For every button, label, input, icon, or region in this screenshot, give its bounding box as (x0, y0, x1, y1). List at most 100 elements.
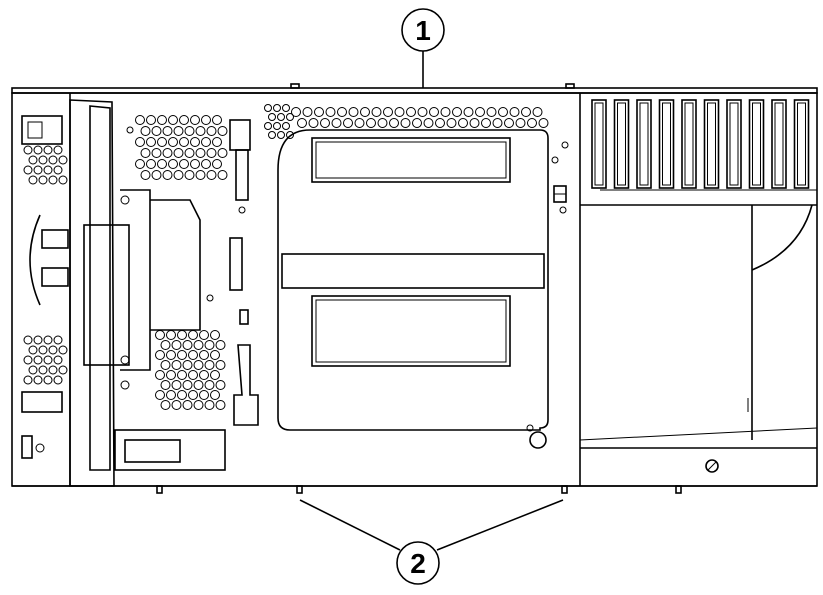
vent-hole (160, 360, 171, 370)
vent-hole (23, 165, 33, 175)
vent-hole (171, 340, 182, 350)
vent-hole (58, 345, 68, 355)
top-stud-2 (565, 83, 575, 89)
vent-hole (400, 118, 411, 128)
callout-2-circle (396, 541, 440, 585)
vent-hole (377, 118, 388, 128)
vent-hole (162, 126, 173, 136)
vent-hole (417, 107, 428, 117)
center-left-panel (126, 115, 259, 426)
vent-slot-inner (662, 102, 671, 186)
vent-hole (48, 345, 58, 355)
vent-slot (681, 99, 697, 189)
vent-hole (23, 375, 33, 385)
vent-hole (492, 118, 503, 128)
vent-hole (273, 122, 281, 130)
right-screw (705, 459, 719, 473)
vent-hole (302, 107, 313, 117)
vent-hole (140, 170, 151, 180)
vent-hole (188, 330, 198, 340)
vent-hole (171, 360, 182, 370)
vent-hole (308, 118, 319, 128)
vent-hole (146, 137, 156, 147)
right-base-slope (579, 427, 818, 441)
vent-hole (354, 118, 365, 128)
vent-slot (726, 99, 742, 189)
vent-hole (193, 400, 204, 410)
bay-screw-1 (561, 141, 569, 149)
vent-hole (182, 380, 193, 390)
vent-hole (173, 170, 184, 180)
vent-hole (182, 340, 193, 350)
vent-hole (521, 107, 531, 117)
vent-hole (348, 107, 359, 117)
bracket-rail (120, 189, 151, 371)
screw-b (206, 294, 214, 302)
vent-hole (190, 137, 200, 147)
bay-outline (277, 129, 549, 431)
vent-hole (168, 137, 178, 147)
vent-hole (151, 148, 162, 158)
vent-hole (297, 118, 307, 128)
callout-1-label: 1 (415, 15, 431, 46)
vent-hole (195, 148, 206, 158)
bay-lower-window (311, 295, 511, 367)
bay-screw-4 (526, 424, 534, 432)
vent-hole (162, 170, 173, 180)
mounting-pin-right (561, 485, 568, 494)
vent-hole (199, 330, 209, 340)
center-left-vent-grid-bottom (155, 330, 226, 410)
vent-slot (658, 99, 675, 189)
vent-hole (195, 126, 206, 136)
vent-hole (179, 159, 189, 169)
callout-1: 1 (401, 8, 445, 88)
vent-hole (166, 330, 176, 340)
bay-screw-3 (559, 206, 567, 214)
vent-hole (366, 118, 376, 128)
vent-hole (273, 104, 281, 112)
vent-slot-inner (707, 102, 716, 186)
vent-hole (412, 118, 422, 128)
vent-hole (463, 107, 474, 117)
top-vent-row (264, 104, 549, 139)
vent-hole (135, 115, 145, 125)
vent-hole (504, 118, 514, 128)
vent-hole (157, 137, 167, 147)
vent-hole (23, 145, 33, 155)
connector-small (239, 309, 249, 325)
vent-hole (201, 137, 211, 147)
vent-hole (135, 137, 145, 147)
vent-hole (179, 137, 189, 147)
vent-hole (38, 345, 48, 355)
left-fan-arc (29, 214, 41, 306)
vent-hole (206, 126, 217, 136)
vent-slot (636, 99, 652, 189)
vent-hole (188, 370, 198, 380)
vent-hole (282, 104, 290, 112)
vent-hole (509, 107, 520, 117)
bay-screw-2 (551, 156, 559, 164)
vent-hole (277, 113, 285, 121)
vent-hole (314, 107, 324, 117)
vent-hole (469, 118, 480, 128)
vent-hole (210, 350, 220, 360)
vent-hole (171, 380, 182, 390)
callout-2-label: 2 (410, 548, 426, 579)
vent-hole (527, 118, 537, 128)
vent-hole (215, 380, 226, 390)
vent-hole (215, 340, 226, 350)
mounting-pin-left (296, 485, 303, 494)
bay-center-band (281, 253, 545, 289)
callout-2-leader-right (436, 499, 564, 551)
bracket-foot (114, 429, 226, 471)
vent-hole (177, 330, 187, 340)
vent-slot (613, 99, 630, 189)
vent-hole (217, 126, 228, 136)
vent-hole (160, 400, 171, 410)
vent-hole (291, 107, 301, 117)
vent-hole (168, 115, 178, 125)
vent-hole (151, 170, 162, 180)
vent-hole (204, 360, 215, 370)
vent-hole (23, 355, 33, 365)
